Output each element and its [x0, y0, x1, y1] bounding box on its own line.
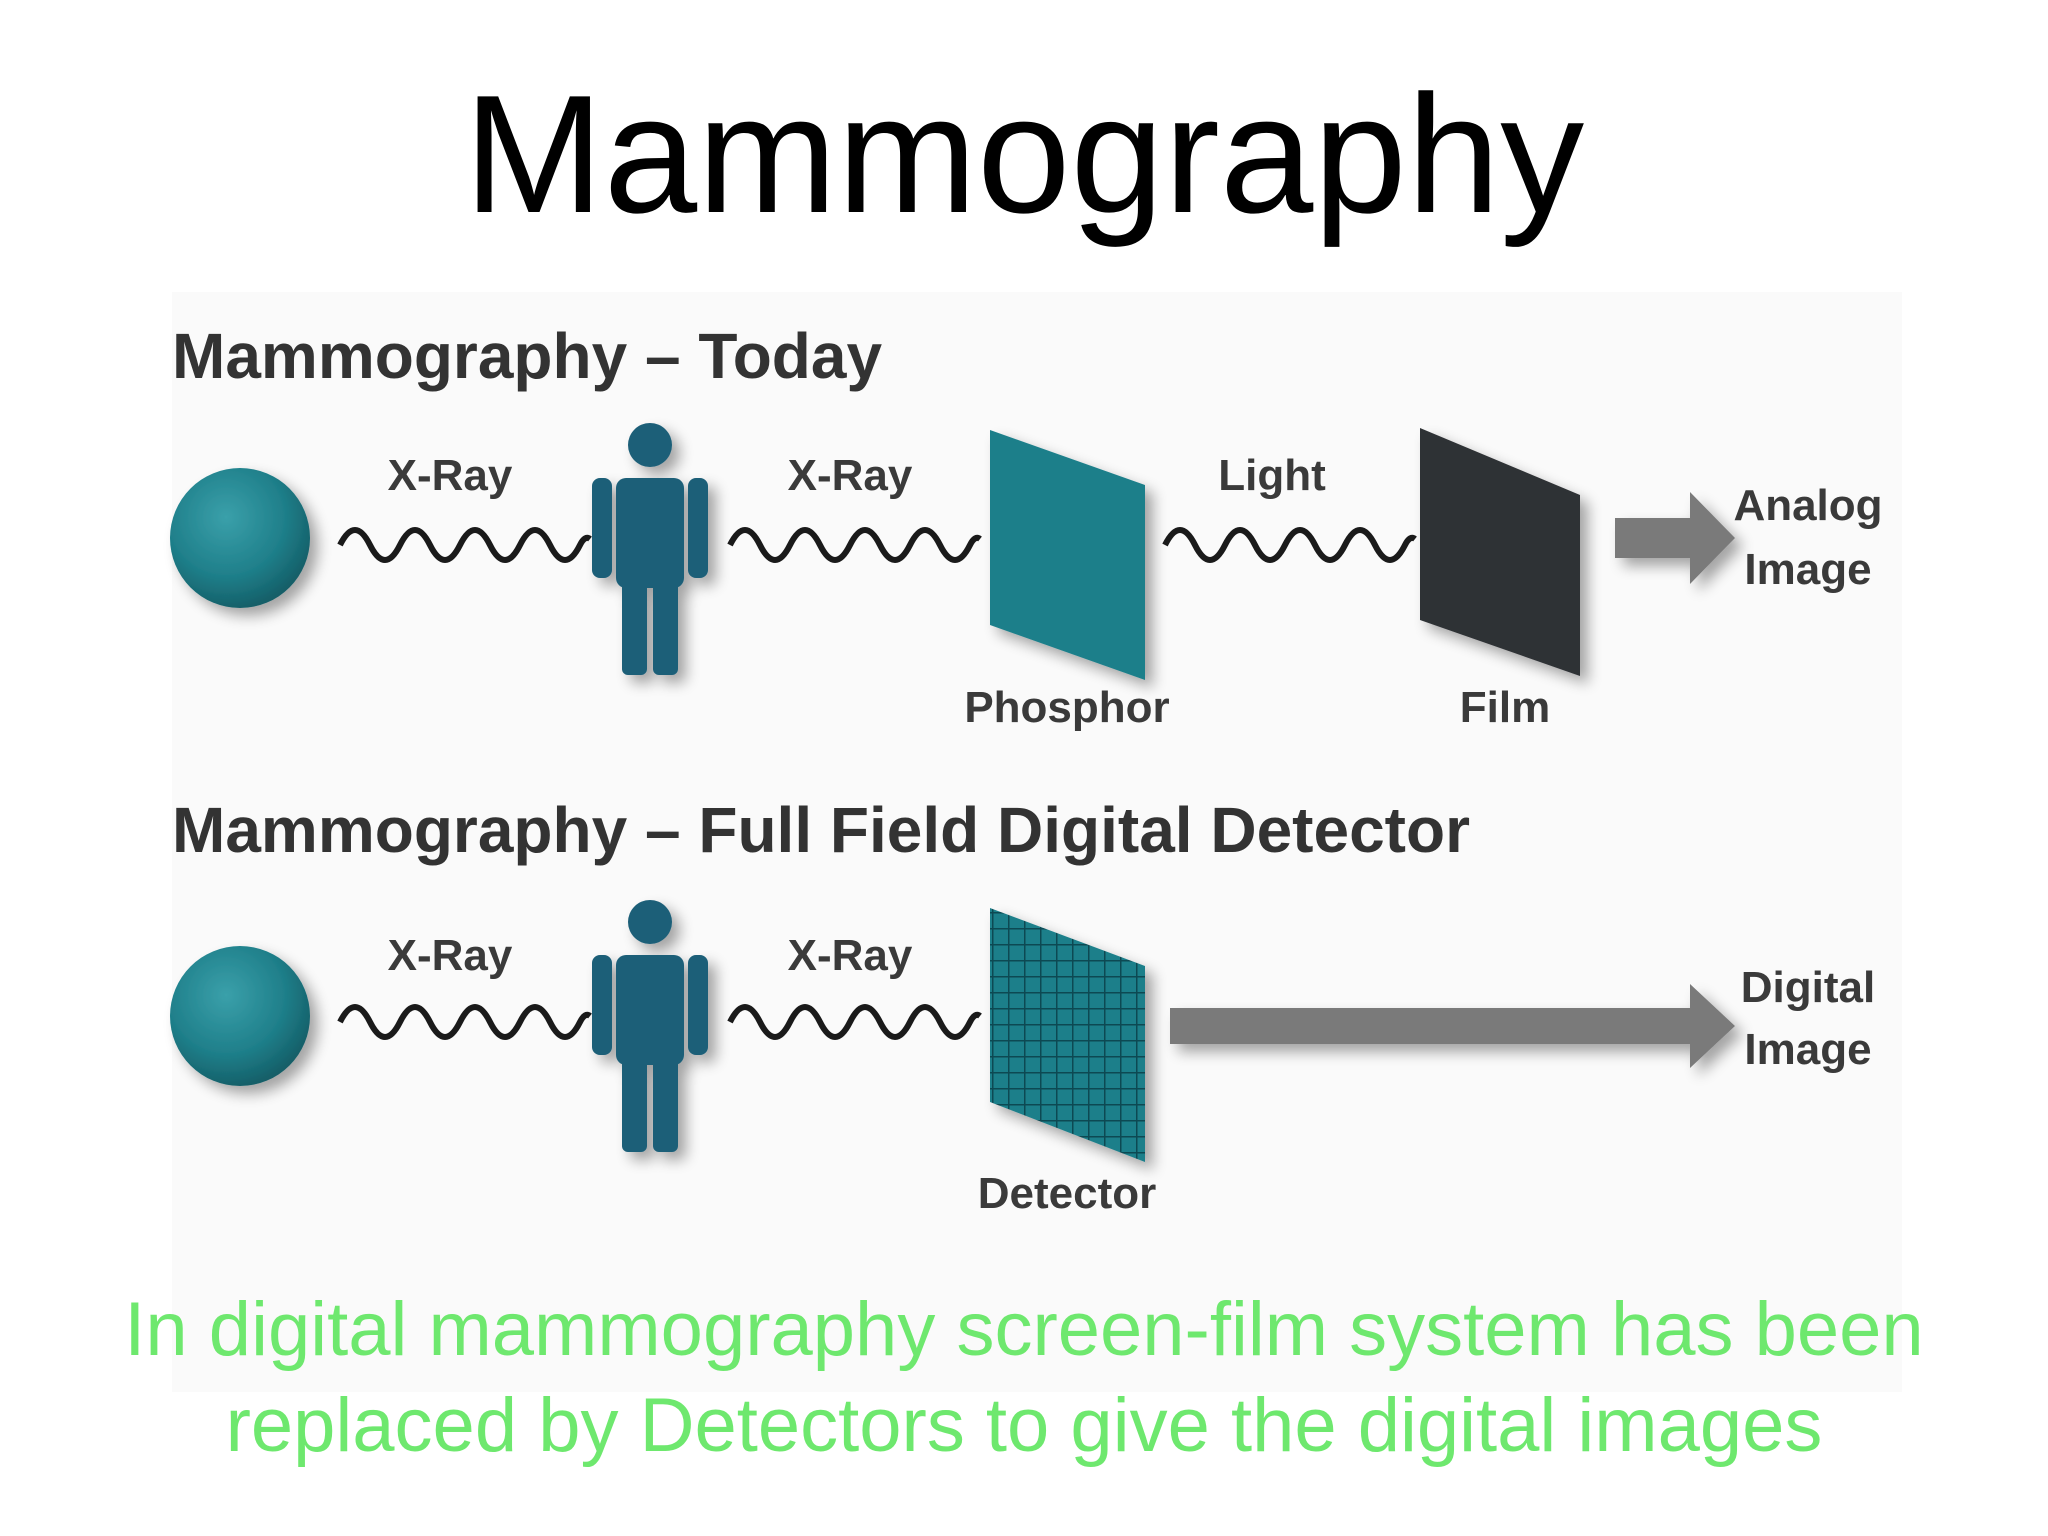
- person-icon: [592, 900, 708, 1152]
- detector-grid-icon: [990, 908, 1145, 1162]
- output-digital-line2: Image: [1744, 1025, 1871, 1074]
- phosphor-plate-icon: [990, 430, 1145, 680]
- wave-icon: [337, 527, 592, 563]
- film-label: Film: [1460, 683, 1550, 732]
- output-digital-line1: Digital: [1741, 963, 1875, 1012]
- output-analog-line1: Analog: [1733, 481, 1882, 530]
- source-sphere-icon: [170, 468, 310, 608]
- wave-icon: [727, 527, 982, 563]
- output-analog-line2: Image: [1744, 545, 1871, 594]
- caption-line-2: replaced by Detectors to give the digita…: [225, 1383, 1823, 1468]
- caption-line-1: In digital mammography screen-film syste…: [124, 1287, 1924, 1372]
- wave-icon: [727, 1004, 982, 1040]
- section-heading-digital: Mammography – Full Field Digital Detecto…: [172, 794, 1470, 866]
- phosphor-label: Phosphor: [964, 683, 1169, 732]
- arrow-right-icon: [1170, 984, 1735, 1068]
- wave-label-xray-3: X-Ray: [388, 931, 513, 980]
- arrow-right-icon: [1615, 492, 1735, 584]
- section-heading-today: Mammography – Today: [172, 320, 882, 392]
- page-title: Mammography: [463, 60, 1585, 248]
- wave-label-xray-1: X-Ray: [388, 451, 513, 500]
- film-plate-icon: [1420, 428, 1580, 676]
- source-sphere-icon: [170, 946, 310, 1086]
- caption: In digital mammography screen-film syste…: [40, 1282, 2008, 1474]
- wave-label-xray-4: X-Ray: [788, 931, 913, 980]
- person-icon: [592, 423, 708, 675]
- wave-icon: [337, 1004, 592, 1040]
- wave-icon: [1162, 527, 1417, 563]
- detector-label: Detector: [978, 1169, 1157, 1218]
- wave-label-xray-2: X-Ray: [788, 451, 913, 500]
- wave-label-light: Light: [1218, 451, 1326, 500]
